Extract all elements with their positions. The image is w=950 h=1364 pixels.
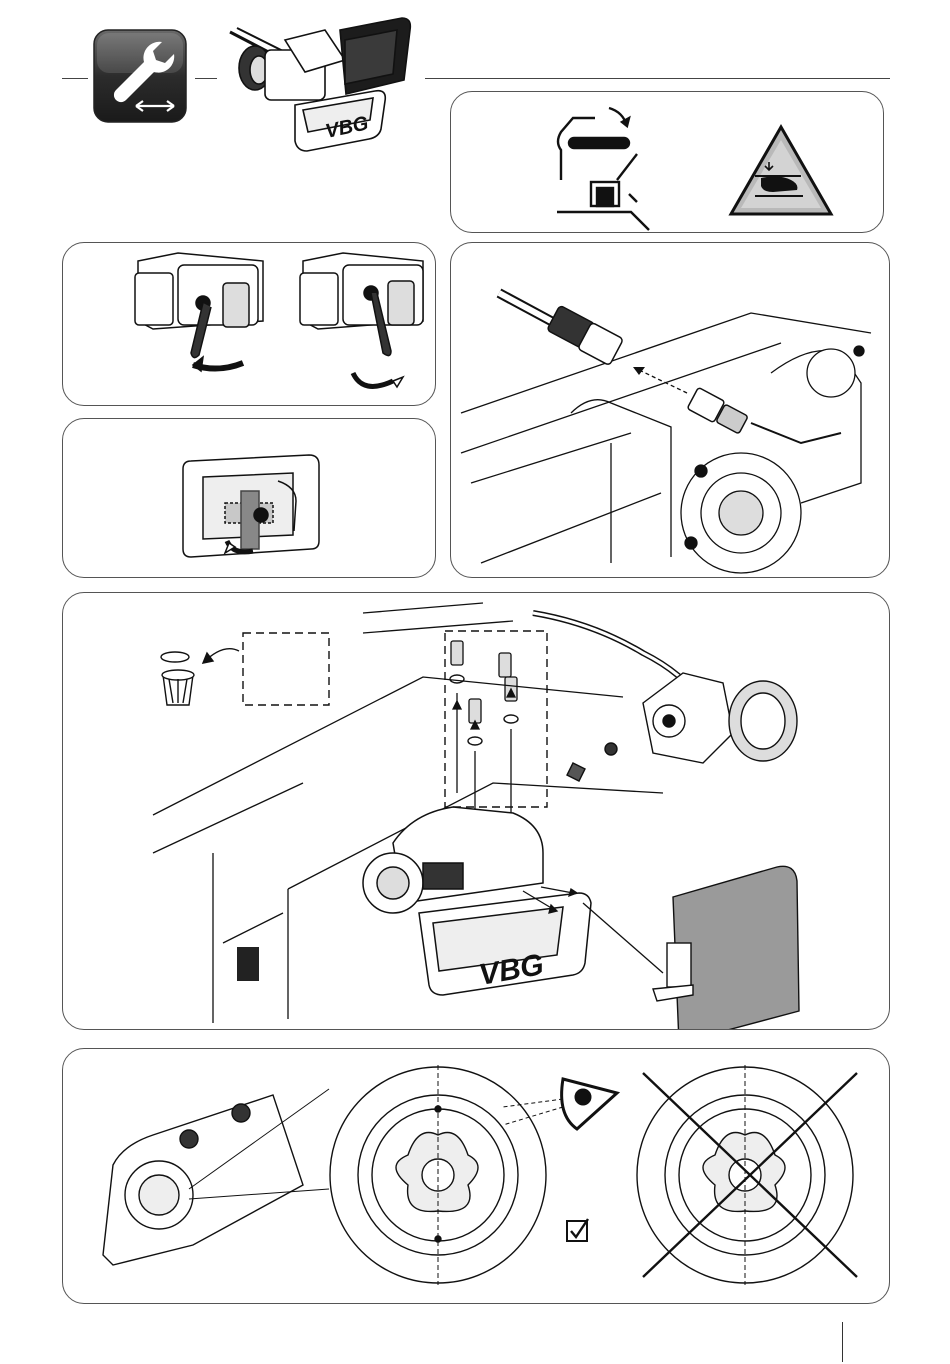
coupling-jaw-pinch-icon [557, 108, 649, 230]
cover-step-panel [62, 418, 436, 578]
cover-open-icon [183, 455, 319, 557]
header-rule-mid [195, 78, 217, 79]
inspect-step-panel [62, 1048, 890, 1304]
connector-step-panel [450, 242, 890, 578]
wrench-exchange-icon [92, 28, 188, 124]
check-box-icon [567, 1219, 588, 1241]
header-rule-right [425, 78, 890, 79]
label-plate-icon [237, 947, 259, 981]
cover-plate-icon [653, 866, 799, 1030]
warning-panel [450, 91, 884, 233]
assembly-step-panel: VBG [62, 592, 890, 1030]
vbg-coupling-thumbnail: VBG [225, 10, 420, 155]
lever-rotate-back-icon [300, 253, 423, 387]
lever-rotate-left-icon [135, 253, 263, 371]
sensor-unit-icon [567, 673, 797, 781]
trash-bin-icon [161, 649, 239, 705]
arrow-icon [633, 367, 687, 393]
lever-step-panel [62, 242, 436, 406]
page-margin-line [842, 1322, 843, 1362]
header-rule-left [62, 78, 88, 79]
removed-part-box [243, 633, 329, 705]
connector-plug-icon [499, 293, 748, 434]
hand-crush-warning-icon [731, 127, 831, 214]
